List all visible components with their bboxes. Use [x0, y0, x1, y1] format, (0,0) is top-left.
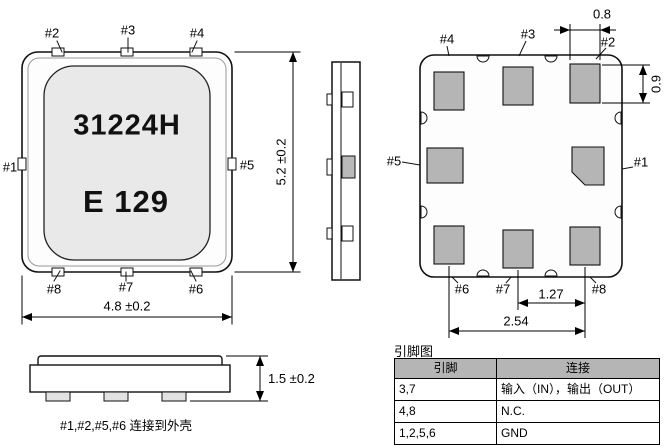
pin-table: 引脚 连接 3,7 输入（IN），输出（OUT） 4,8 N.C. 1,2,5,…	[394, 358, 660, 445]
top-view-dimension-lines	[21, 51, 301, 325]
case-connection-note: #1,#2,#5,#6 连接到外壳	[60, 419, 193, 433]
bottom-view-drawing	[401, 24, 650, 338]
connection-cell: GND	[496, 422, 660, 445]
top-view-pin3-label: #3	[120, 22, 136, 38]
bottom-view-pin3-label: #3	[520, 26, 536, 42]
table-row: 4,8 N.C.	[394, 400, 660, 423]
pin-cell: 3,7	[394, 378, 497, 401]
connection-cell: 输入（IN），输出（OUT）	[496, 378, 660, 401]
top-view-castellations	[17, 47, 237, 277]
table-row: 1,2,5,6 GND	[394, 422, 660, 445]
bottom-view-leader-lines	[401, 40, 634, 284]
profile-dimension-lines	[190, 355, 268, 402]
top-view-pin1-label: #1	[2, 159, 18, 175]
table-row: 3,7 输入（IN），输出（OUT）	[394, 378, 660, 401]
bottom-view-pin1-label: #1	[633, 154, 649, 170]
top-view-pin8-label: #8	[46, 281, 62, 297]
pad-height-dimension: 0.9	[648, 74, 664, 94]
profile-view-drawing	[29, 355, 268, 402]
bottom-view-pin5-label: #5	[386, 153, 402, 169]
date-code-marking: E 129	[82, 184, 170, 219]
pin-cell: 1,2,5,6	[394, 422, 497, 445]
pad-width-dimension: 0.8	[592, 6, 612, 22]
pin-table-header-row: 引脚 连接	[394, 358, 660, 379]
bottom-view-pin6-label: #6	[454, 281, 470, 297]
top-view-leader-lines	[53, 37, 198, 282]
bottom-view-pin8-label: #8	[591, 281, 607, 297]
pin-cell: 4,8	[394, 400, 497, 423]
bottom-view-pin4-label: #4	[439, 31, 455, 47]
part-number-marking: 31224H	[73, 109, 181, 142]
pin-table-header-pin: 引脚	[394, 358, 497, 379]
top-view-height-dimension: 5.2 ±0.2	[273, 138, 289, 186]
top-view-drawing	[17, 37, 301, 325]
side-view-drawing	[326, 61, 361, 281]
bottom-view-pin2-label: #2	[600, 34, 616, 50]
bottom-view-pin7-label: #7	[495, 281, 511, 297]
top-view-pin6-label: #6	[188, 281, 204, 297]
bottom-view-pads	[426, 63, 605, 269]
pad-pitch-dimension: 1.27	[538, 286, 564, 302]
top-view-pin2-label: #2	[44, 25, 60, 41]
pad-span-dimension: 2.54	[503, 313, 529, 329]
top-view-pin5-label: #5	[239, 157, 255, 173]
top-view-pin7-label: #7	[118, 279, 134, 295]
pin-table-title: 引脚图	[394, 344, 434, 359]
top-view-width-dimension: 4.8 ±0.2	[103, 298, 151, 314]
pin-table-header-connection: 连接	[496, 358, 660, 379]
bottom-view-dimension-lines	[448, 24, 650, 338]
connection-cell: N.C.	[496, 400, 660, 423]
profile-height-dimension: 1.5 ±0.2	[268, 371, 315, 386]
bottom-view-notches	[420, 55, 622, 277]
top-view-pin4-label: #4	[189, 25, 205, 41]
